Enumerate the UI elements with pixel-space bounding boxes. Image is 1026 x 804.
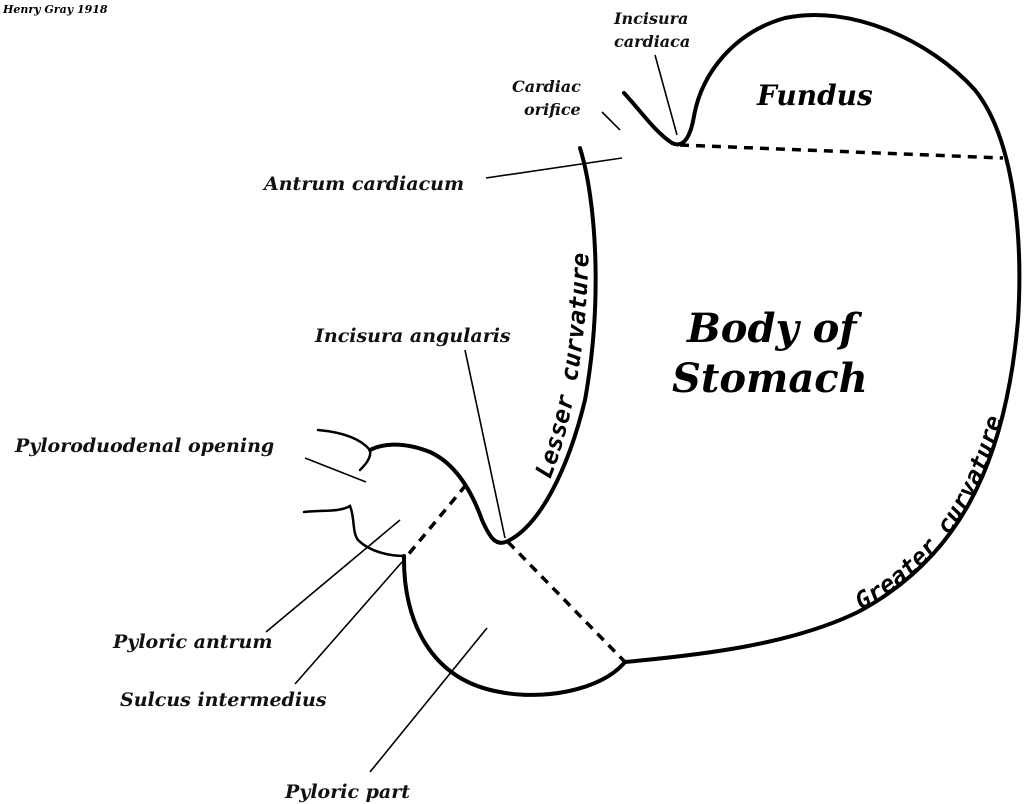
fundus-label: Fundus [756,79,873,112]
esophagus-left-wall [624,93,672,143]
cardiac-orifice-label-1: Cardiac [512,77,581,96]
leader-sulcus-intermedius [295,562,402,684]
leader-pyloroduodenal-opening [305,458,366,482]
incisura-angularis-label: Incisura angularis [314,325,511,347]
antrum-cardiacum-label: Antrum cardiacum [262,173,464,195]
pyloroduodenal-opening-label: Pyloroduodenal opening [14,435,274,457]
credit-text: Henry Gray 1918 [2,3,108,16]
incisura-cardiaca-label-1: Incisura [613,9,688,28]
pyloric-part-label: Pyloric part [284,781,410,803]
duodenum-upper-wall [318,430,370,470]
lesser-curvature-label: Lesser curvature [530,252,595,481]
fundus-boundary-dashed [680,145,1003,158]
greater-curvature-label: Greater curvature [850,412,1008,615]
body-label-line2: Stomach [672,355,868,402]
leader-cardiac-orifice [602,112,620,130]
leader-antrum-cardiacum [486,158,622,178]
sulcus-intermedius-label: Sulcus intermedius [120,689,327,711]
leader-incisura-angularis [465,350,505,538]
cardiac-orifice-label-2: orifice [524,100,581,119]
leader-incisura-cardiaca [655,55,677,135]
duodenum-lower-wall [304,506,404,556]
body-label-line1: Body of [686,305,862,352]
incisura-cardiaca-label-2: cardiaca [614,32,690,51]
pyloric-boundary-dashed [508,542,625,662]
greater-curvature-text: Greater curvature [850,412,1008,615]
lesser-curvature-text: Lesser curvature [530,252,595,481]
sulcus-intermedius-dashed [407,485,466,556]
leader-pyloric-antrum [266,520,400,632]
pyloric-antrum-label: Pyloric antrum [112,631,272,653]
